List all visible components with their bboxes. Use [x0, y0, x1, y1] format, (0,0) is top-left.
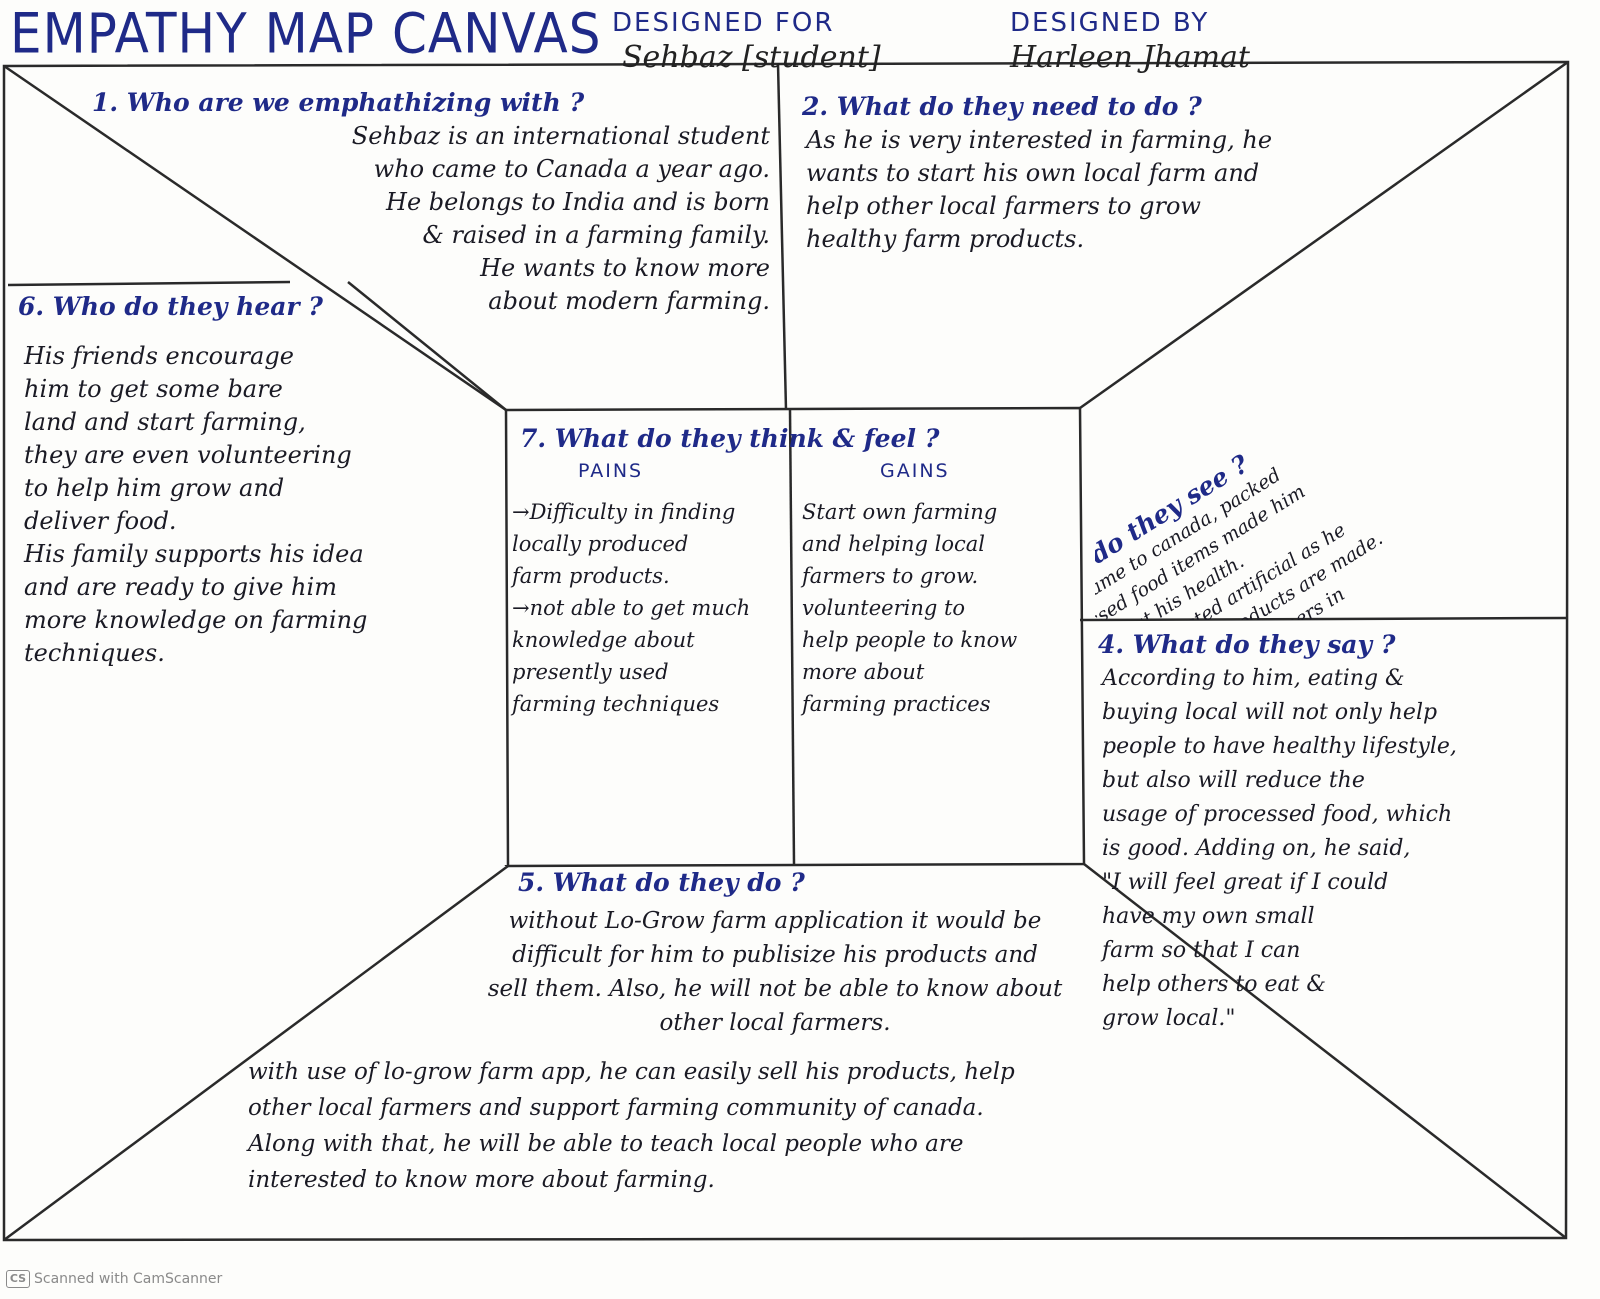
pains-gains-divider	[788, 409, 796, 865]
left-divider-2	[347, 281, 507, 411]
who-question: 1. Who are we emphathizing with ?	[92, 88, 585, 117]
need-text: As he is very interested in farming, he …	[806, 126, 1273, 253]
say-question: 4. What do they say ?	[1098, 630, 1396, 659]
hear-text: His friends encourage him to get some ba…	[24, 342, 368, 667]
camscanner-logo-icon: CS	[6, 1270, 30, 1288]
diagonal-bottom-right	[1083, 863, 1567, 1239]
diagonal-top-left	[3, 64, 507, 412]
pains-label: PAINS	[578, 460, 644, 482]
think-feel-question: 7. What do they think & feel ?	[520, 424, 940, 453]
diagonal-top-right	[1079, 60, 1569, 410]
need-question: 2. What do they need to do ?	[802, 92, 1202, 121]
right-divider	[1079, 616, 1567, 622]
do-text-1: without Lo-Grow farm application it woul…	[487, 908, 1063, 1036]
hear-question: 6. Who do they hear ?	[18, 292, 323, 321]
gains-label: GAINS	[880, 460, 950, 482]
page-title: EMPATHY MAP CANVAS	[10, 2, 602, 66]
designed-for-label: DESIGNED FOR	[612, 8, 835, 38]
do-text-2: with use of lo-grow farm app, he can eas…	[248, 1059, 1015, 1193]
pains-text: →Difficulty in finding locally produced …	[512, 500, 751, 716]
diagonal-bottom-left	[3, 864, 509, 1242]
scanner-text: Scanned with CamScanner	[34, 1271, 223, 1287]
designed-by-label: DESIGNED BY	[1010, 8, 1210, 38]
say-text: According to him, eating & buying local …	[1102, 666, 1457, 1031]
do-question: 5. What do they do ?	[518, 868, 805, 897]
see-text: when he came to canada, packed or proces…	[1095, 463, 1387, 620]
gains-text: Start own farming and helping local farm…	[802, 500, 1018, 716]
see-section: 3. What do they see ? when he came to ca…	[1095, 240, 1565, 620]
designed-by-value: Harleen Jhamat	[1010, 40, 1250, 75]
who-text: Sehbaz is an international student who c…	[351, 122, 770, 315]
left-divider	[7, 280, 291, 287]
designed-for-value: Sehbaz [student]	[622, 40, 881, 75]
scanner-watermark: CS Scanned with CamScanner	[6, 1270, 222, 1288]
top-divider	[776, 63, 788, 411]
